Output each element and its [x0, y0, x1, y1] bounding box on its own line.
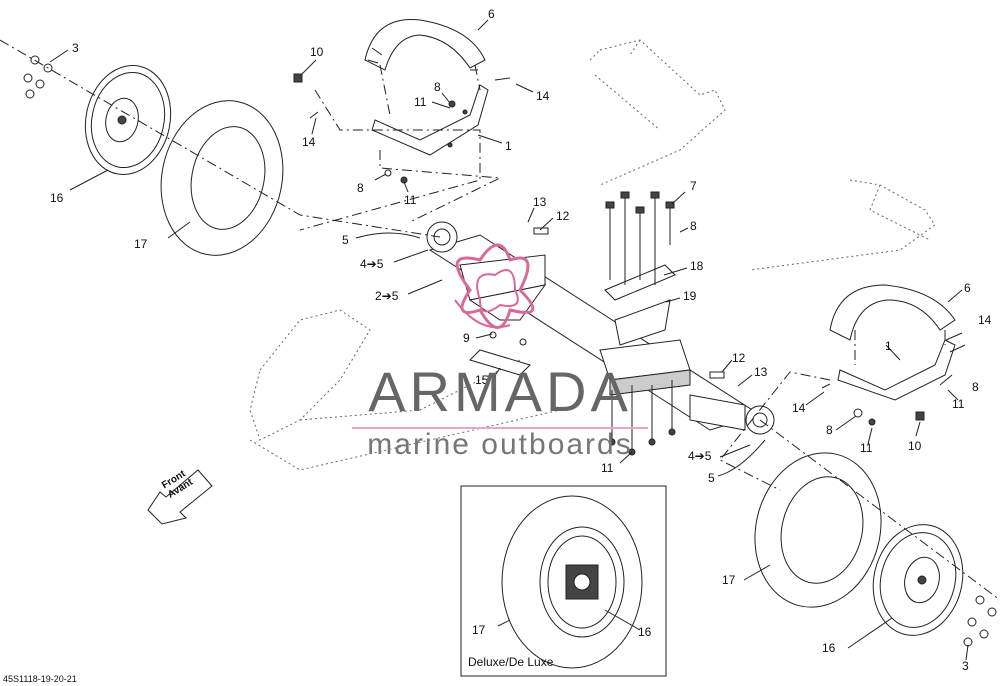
brand-divider: [352, 427, 648, 429]
armada-logo-mark: [454, 243, 535, 329]
callout-12: 12: [732, 351, 746, 365]
callout-1: 1: [885, 339, 892, 353]
callout-16: 16: [50, 191, 64, 205]
deluxe-inset-box: [460, 485, 667, 677]
left-fender: [364, 19, 486, 71]
callout-17: 17: [722, 573, 736, 587]
callout-14: 14: [792, 401, 806, 415]
diagram-reference-code: 45S1118-19-20-21: [3, 674, 77, 684]
callout-4-to-5: 4➔5: [360, 257, 384, 271]
right-wheel-rim: [872, 524, 964, 636]
hardware-bolts: [293, 69, 966, 456]
trailer-frame-outline: [249, 39, 936, 471]
callout-6: 6: [488, 7, 495, 21]
callout-8: 8: [357, 181, 364, 195]
callout-11: 11: [414, 95, 427, 109]
right-fender: [829, 284, 956, 341]
callout-14: 14: [978, 313, 992, 327]
clamp-plates: [469, 264, 676, 376]
callout-11: 11: [952, 397, 965, 411]
callout-10: 10: [908, 439, 922, 453]
callout-14: 14: [536, 89, 550, 103]
callout-7: 7: [690, 179, 697, 193]
left-tire: [160, 100, 284, 256]
callout-3: 3: [72, 41, 79, 55]
callout-8: 8: [972, 380, 979, 394]
callout-17: 17: [134, 237, 148, 251]
leader-lines: [49, 19, 969, 661]
callout-9: 9: [463, 331, 470, 345]
callout-5: 5: [708, 471, 715, 485]
callout-16: 16: [822, 641, 836, 655]
callout-6: 6: [964, 281, 971, 295]
callout-19: 19: [683, 289, 697, 303]
callout-2-to-5: 2➔5: [375, 289, 399, 303]
callout-8: 8: [434, 80, 441, 94]
right-tire: [754, 452, 882, 608]
callout-13: 13: [533, 195, 547, 209]
callout-11: 11: [404, 193, 417, 207]
brand-tagline: marine outboards: [367, 428, 633, 461]
callout-8: 8: [826, 423, 833, 437]
inset-caption: Deluxe/De Luxe: [468, 655, 554, 669]
callout-16: 16: [638, 625, 652, 639]
left-wheel-rim: [84, 64, 172, 176]
callout-4-to-5: 4➔5: [688, 449, 712, 463]
lug-nuts-right: [963, 595, 997, 647]
callout-17: 17: [472, 623, 486, 637]
callout-10: 10: [310, 45, 324, 59]
callout-14: 14: [302, 135, 316, 149]
callout-13: 13: [754, 365, 768, 379]
right-fender-bracket: [837, 339, 956, 401]
callout-5: 5: [342, 233, 349, 247]
assembly-centerlines: [0, 39, 1000, 601]
callout-18: 18: [690, 259, 704, 273]
callout-11: 11: [601, 461, 614, 475]
brand-name: ARMADA: [368, 360, 632, 423]
callout-8: 8: [690, 219, 697, 233]
callout-1: 1: [505, 139, 512, 153]
callout-labels: 3 6 10 8 11 14 1 14 16 8 11 17 5 4➔5 2➔5…: [50, 7, 992, 673]
lug-nuts-left: [23, 55, 53, 99]
front-direction-arrow: [147, 469, 213, 525]
left-fender-bracket: [371, 84, 489, 156]
callout-3: 3: [962, 659, 969, 673]
callout-15: 15: [475, 373, 489, 387]
callout-11: 11: [860, 441, 873, 455]
callout-12: 12: [556, 209, 570, 223]
